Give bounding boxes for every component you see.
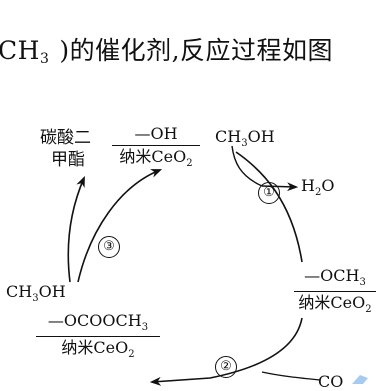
arc-right-upper: [235, 151, 303, 263]
carbonate-group-sub: 3: [141, 322, 149, 333]
methanol-in-2-text: CH: [6, 282, 33, 301]
carbonate-group-text: —OCOOCH: [47, 311, 142, 330]
methoxy-group: —OCH3: [294, 268, 376, 291]
catalyst-support-sub: 2: [186, 158, 193, 170]
methanol-in-sub: 3: [241, 138, 248, 149]
water-out-text: H: [301, 176, 315, 195]
methanol-in-2-suffix: OH: [38, 282, 66, 301]
carbonate-support: 纳米CeO2: [36, 337, 160, 360]
methoxy-support-text: 纳米CeO: [298, 293, 366, 313]
methanol-in-suffix: OH: [247, 127, 275, 146]
methoxy-intermediate: —OCH3 纳米CeO2: [294, 268, 376, 315]
arc-right-lower: [149, 317, 303, 386]
co2-in-label: CO: [318, 372, 344, 391]
methanol-in-2-label: CH3OH: [6, 284, 66, 304]
carbonate-support-sub: 2: [128, 349, 135, 361]
methanol-in-2-sub: 3: [32, 293, 39, 304]
water-out-suffix: O: [321, 176, 335, 195]
methoxy-group-text: —OCH: [304, 266, 360, 285]
catalyst-fraction-bar: [112, 145, 200, 147]
carbonate-support-text: 纳米CeO: [61, 338, 129, 358]
methoxy-fraction-bar: [294, 291, 376, 293]
watermark-logo-fragment: [352, 375, 368, 384]
arrow-methanol-in: [231, 145, 263, 187]
methoxy-support-sub: 2: [365, 304, 372, 316]
header-prefix-sub: 3: [39, 51, 50, 67]
step-3-marker: ③: [98, 236, 120, 258]
header-suffix: )的催化剂,反应过程如图: [59, 36, 334, 65]
methanol-in-label: CH3OH: [215, 129, 275, 149]
carbonate-group: —OCOOCH3: [36, 313, 160, 336]
catalyst-support-text: 纳米CeO: [119, 147, 187, 167]
water-out-sub: 2: [314, 187, 322, 198]
arc-left-to-catalyst: [77, 169, 163, 283]
methanol-in-text: CH: [215, 127, 242, 146]
header-text: CH3 )的催化剂,反应过程如图: [0, 38, 333, 66]
product-dmc-line1: 碳酸二: [40, 128, 91, 148]
header-prefix: CH: [0, 36, 40, 65]
carbonate-intermediate: —OCOOCH3 纳米CeO2: [36, 313, 160, 360]
methoxy-group-sub: 3: [359, 277, 366, 288]
product-dmc-line2: 甲酯: [51, 150, 85, 170]
arrow-dmc-out: [67, 175, 85, 283]
catalyst-support: 纳米CeO2: [112, 146, 200, 169]
water-out-label: H2O: [301, 178, 334, 198]
arrow-co2-in: [261, 371, 321, 381]
step-1-marker: ①: [258, 182, 280, 204]
step-2-marker: ②: [215, 356, 237, 378]
carbonate-fraction-bar: [36, 336, 160, 338]
catalyst-species: —OH 纳米CeO2: [112, 126, 200, 169]
catalyst-group: —OH: [134, 124, 178, 143]
methoxy-support: 纳米CeO2: [294, 292, 376, 315]
